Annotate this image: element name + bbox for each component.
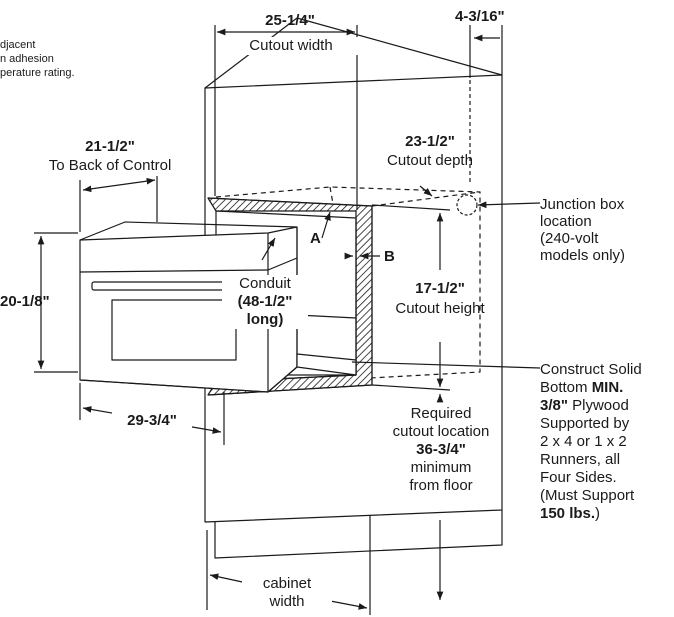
- cutout-location-line-2: cutout location: [392, 423, 490, 440]
- back-of-control-value: 21-1/2": [85, 138, 135, 155]
- bottom-note-line-2-bold: MIN.: [591, 379, 624, 396]
- bottom-note-line-1: Construct Solid: [540, 361, 642, 378]
- junction-box-marker: [456, 194, 478, 216]
- bottom-note-line-5: 2 x 4 or 1 x 2: [540, 433, 627, 450]
- cutout-height-label: Cutout height: [395, 300, 485, 317]
- dimension-lines: [34, 25, 541, 615]
- bottom-note-line-2-text: Bottom: [540, 379, 592, 396]
- oven: [79, 221, 357, 393]
- bottom-note-line-7: Four Sides.: [540, 469, 617, 486]
- junction-box-line-4: models only): [540, 247, 626, 264]
- cutout-height-value: 17-1/2": [415, 280, 465, 297]
- cutout-depth-label: Cutout depth: [387, 152, 473, 169]
- bottom-note-line-3-bold: 3/8": [540, 397, 568, 414]
- bottom-note-line-6: Runners, all: [540, 451, 621, 468]
- cutout-location-value: 36-3/4": [416, 441, 466, 458]
- marker-b: B: [384, 248, 395, 265]
- note-line-2: n adhesion: [0, 53, 54, 65]
- junction-box-line-3: (240-volt: [540, 230, 599, 247]
- conduit-label: Conduit: [222, 275, 308, 293]
- bottom-note-line-3: 3/8" Plywood: [540, 397, 629, 415]
- junction-box-line-2: location: [540, 213, 592, 230]
- bottom-note-line-9-text: ): [595, 505, 601, 522]
- bottom-note-line-8: (Must Support: [540, 487, 635, 504]
- cutout-location-line-4: minimum: [410, 459, 472, 476]
- junction-box-line-1: Junction box: [540, 196, 625, 213]
- side-gap-value: 4-3/16": [455, 8, 505, 25]
- cutout-width-value: 25-1/4": [265, 12, 315, 29]
- note-line-1: djacent: [0, 39, 36, 51]
- cutout-depth-value: 23-1/2": [405, 133, 455, 150]
- back-of-control-label: To Back of Control: [48, 157, 172, 174]
- conduit-length-line-1: (48-1/2": [222, 293, 308, 311]
- cutout-location-line-1: Required: [410, 405, 472, 422]
- cutout-location-line-5: from floor: [409, 477, 473, 494]
- bottom-note-line-4: Supported by: [540, 415, 630, 432]
- bottom-note-line-9-bold: 150 lbs.: [540, 505, 596, 522]
- cabinet-width-line-1: cabinet: [242, 575, 332, 593]
- oven-height-value: 20-1/8": [0, 293, 50, 310]
- bottom-note-line-3-text: Plywood: [567, 397, 629, 414]
- bottom-note-line-9: 150 lbs.): [540, 505, 600, 523]
- bottom-note-line-2: Bottom MIN.: [540, 379, 623, 397]
- oven-width-value: 29-3/4": [112, 412, 192, 430]
- conduit-length-line-2: long): [222, 311, 308, 329]
- note-line-3: perature rating.: [0, 67, 75, 79]
- cutout-width-label: Cutout width: [222, 37, 360, 55]
- marker-a: A: [310, 230, 321, 247]
- cabinet-width-line-2: width: [242, 593, 332, 611]
